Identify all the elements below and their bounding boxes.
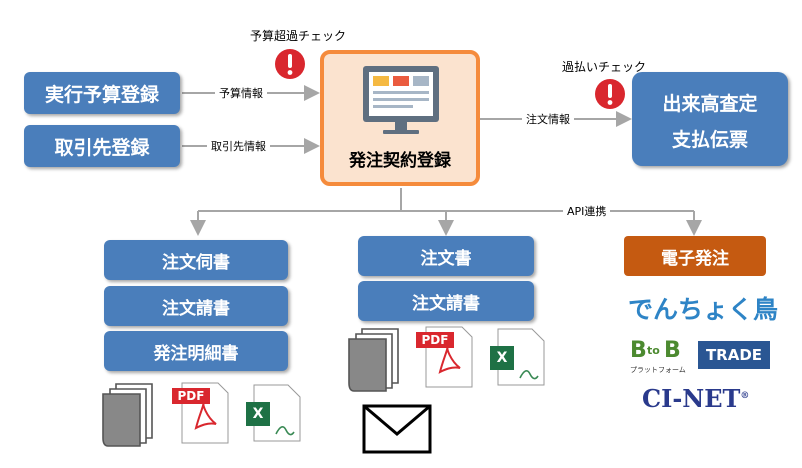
documents-icon (348, 328, 399, 392)
cinet-text: CI-NET (642, 384, 741, 413)
pdf-icon: PDF (172, 382, 230, 444)
order-acceptance-box: 注文請書 (104, 286, 288, 326)
cinet-logo: CI-NET® (642, 384, 750, 413)
order-inquiry-box: 注文伺書 (104, 240, 288, 280)
btob-b-right: B (664, 338, 681, 363)
btob-b-left: B (630, 338, 647, 363)
progress-payment-box: 出来高査定 支払伝票 (632, 72, 788, 166)
payment-slip-label: 支払伝票 (671, 129, 748, 151)
pdf-badge: PDF (172, 388, 210, 404)
budget-registration-box: 実行予算登録 (24, 72, 180, 114)
excel-badge: X (246, 402, 270, 426)
pdf-badge: PDF (416, 332, 454, 348)
overpay-check-label: 過払いチェック (562, 60, 647, 74)
warning-icon (274, 48, 306, 80)
monitor-icon (363, 66, 439, 134)
electronic-ordering-box: 電子発注 (624, 236, 766, 276)
documents-icon (102, 383, 153, 447)
api-label: API連携 (563, 205, 611, 219)
order-detail-box: 発注明細書 (104, 331, 288, 371)
pdf-icon: PDF (416, 326, 474, 388)
trade-badge: TRADE (698, 341, 770, 369)
order-contract-registration-box: 発注契約登録 (320, 50, 480, 186)
excel-icon: X (246, 384, 302, 442)
order-info-label: 注文情報 (522, 113, 574, 127)
budget-over-check-label: 予算超過チェック (250, 29, 347, 43)
btob-trade-logo: B to B プラットフォーム TRADE (630, 338, 772, 374)
excel-badge: X (490, 346, 514, 370)
order-contract-registration-label: 発注契約登録 (349, 151, 451, 171)
denchoku-logo: でんちょく鳥 (628, 295, 779, 324)
warning-icon (594, 78, 626, 110)
btob-sub: プラットフォーム (630, 366, 686, 374)
progress-assessment-label: 出来高査定 (662, 93, 758, 115)
order-acceptance-box: 注文請書 (358, 281, 534, 321)
mail-icon (362, 404, 432, 454)
supplier-registration-box: 取引先登録 (24, 125, 180, 167)
supplier-info-label: 取引先情報 (207, 140, 270, 154)
excel-icon: X (490, 328, 546, 386)
budget-info-label: 予算情報 (215, 87, 267, 101)
purchase-order-box: 注文書 (358, 236, 534, 276)
btob-to: to (647, 344, 660, 357)
